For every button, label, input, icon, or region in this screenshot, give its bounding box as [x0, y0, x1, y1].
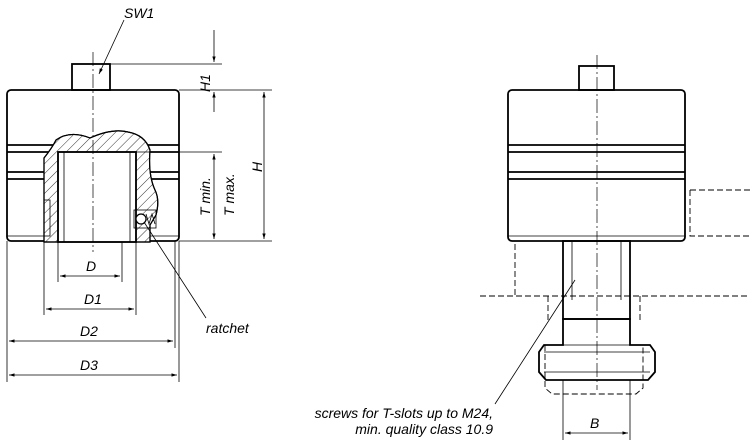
d-label: D	[86, 258, 96, 274]
d3-label: D3	[80, 357, 98, 373]
right-view: screws for T-slots up to M24, min. quali…	[315, 55, 750, 440]
h1-label: H1	[197, 74, 213, 92]
t-max-label: T max.	[221, 173, 237, 216]
ratchet-leader	[143, 221, 207, 319]
inner-bore	[57, 151, 137, 243]
note-line-1: screws for T-slots up to M24,	[315, 405, 493, 421]
ratchet-ball	[135, 213, 147, 225]
ratchet-slot-left	[43, 199, 51, 237]
screws-leader	[494, 279, 576, 405]
h-label: H	[249, 161, 265, 172]
d2-label: D2	[80, 323, 98, 339]
sw1-label: SW1	[124, 5, 154, 21]
tslot-outline-lower	[544, 345, 644, 395]
right-top-pin	[578, 65, 615, 91]
note-line-2: min. quality class 10.9	[355, 421, 493, 437]
sw1-leader	[98, 19, 125, 75]
d1-label: D1	[84, 291, 102, 307]
left-view: SW1 H1 H T min. T max. D D1 D2	[6, 5, 272, 382]
tslot-outline-upper	[480, 190, 750, 297]
left-top-pin	[71, 63, 111, 91]
ratchet-spring	[145, 212, 156, 226]
right-body	[507, 89, 686, 242]
t-min-label: T min.	[197, 177, 213, 216]
b-label: B	[590, 415, 599, 431]
screw-shank	[562, 240, 631, 320]
ratchet-label: ratchet	[206, 320, 250, 336]
section-hatch	[43, 130, 159, 243]
